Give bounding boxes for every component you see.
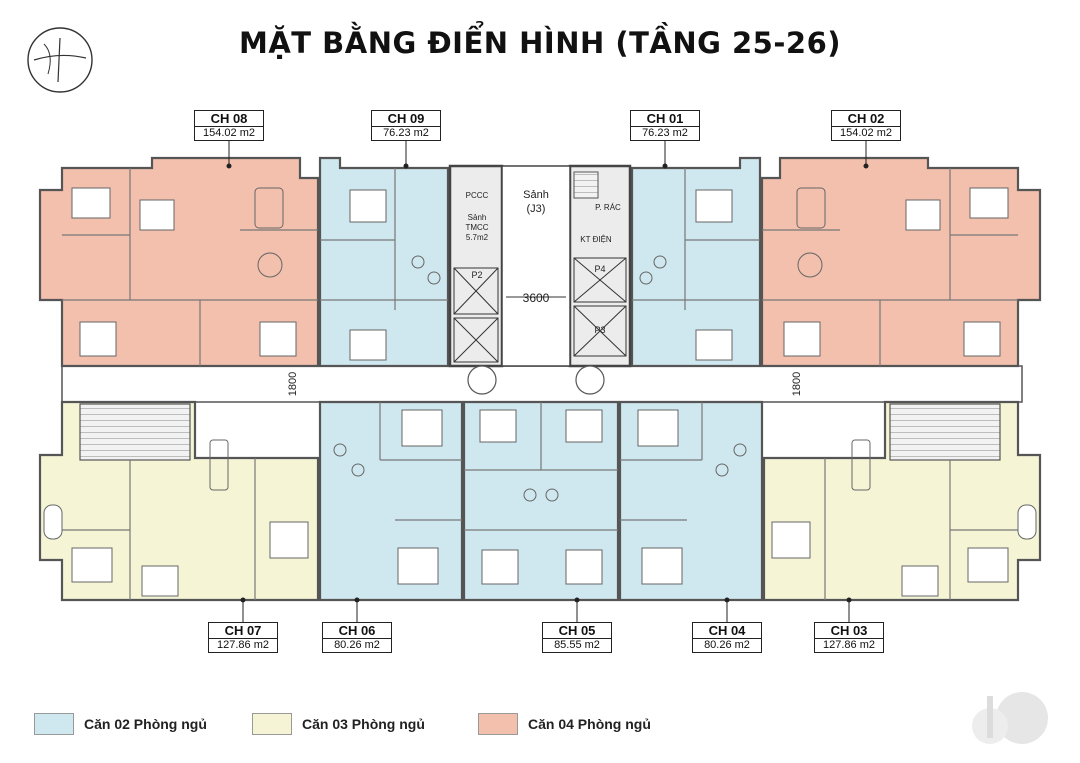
legend-swatch	[252, 713, 292, 735]
unit-name: CH 04	[692, 622, 762, 638]
legend-item-4-bedroom: Căn 04 Phòng ngủ	[478, 712, 651, 736]
unit-label-ch06[interactable]: CH 06 80.26 m2	[322, 622, 392, 653]
lobby-code: (J3)	[527, 203, 546, 215]
unit-ch03[interactable]	[762, 400, 1042, 602]
unit-label-ch08[interactable]: CH 08 154.02 m2	[194, 110, 264, 141]
unit-name: CH 08	[194, 110, 264, 126]
unit-label-ch09[interactable]: CH 09 76.23 m2	[371, 110, 441, 141]
dimension-1800-left: 1800	[287, 372, 299, 396]
unit-area: 80.26 m2	[692, 638, 762, 653]
unit-area: 154.02 m2	[831, 126, 901, 141]
unit-area: 154.02 m2	[194, 126, 264, 141]
unit-name: CH 06	[322, 622, 392, 638]
legend-label: Căn 03 Phòng ngủ	[302, 716, 425, 732]
unit-label-ch03[interactable]: CH 03 127.86 m2	[814, 622, 884, 653]
watermark-logo-icon	[972, 692, 1048, 744]
unit-area: 76.23 m2	[630, 126, 700, 141]
unit-ch08[interactable]	[38, 156, 320, 368]
brand-logo-icon	[27, 27, 93, 93]
building-core	[448, 164, 632, 395]
unit-name: CH 07	[208, 622, 278, 638]
dimension-3600: 3600	[523, 291, 550, 305]
corridor	[61, 365, 1023, 403]
legend-swatch	[34, 713, 74, 735]
unit-label-ch07[interactable]: CH 07 127.86 m2	[208, 622, 278, 653]
garbage-room-label: P. RÁC	[595, 203, 621, 212]
unit-label-ch05[interactable]: CH 05 85.55 m2	[542, 622, 612, 653]
unit-area: 127.86 m2	[814, 638, 884, 653]
legend-label: Căn 02 Phòng ngủ	[84, 716, 207, 732]
unit-ch09[interactable]	[318, 156, 450, 368]
legend-item-2-bedroom: Căn 02 Phòng ngủ	[34, 712, 207, 736]
unit-name: CH 02	[831, 110, 901, 126]
unit-ch02[interactable]	[760, 156, 1042, 368]
unit-ch01[interactable]	[630, 156, 762, 368]
unit-ch05[interactable]	[462, 400, 620, 602]
legend-swatch	[478, 713, 518, 735]
unit-name: CH 03	[814, 622, 884, 638]
unit-area: 76.23 m2	[371, 126, 441, 141]
unit-ch07[interactable]	[38, 400, 320, 602]
tmcc-area: 5.7m2	[466, 233, 489, 242]
unit-label-ch01[interactable]: CH 01 76.23 m2	[630, 110, 700, 141]
unit-name: CH 09	[371, 110, 441, 126]
electric-room-label: KT ĐIỆN	[580, 235, 612, 244]
pccc-label: PCCC	[466, 191, 489, 200]
legend-item-3-bedroom: Căn 03 Phòng ngủ	[252, 712, 425, 736]
tmcc-label: TMCC	[465, 223, 488, 232]
unit-label-ch02[interactable]: CH 02 154.02 m2	[831, 110, 901, 141]
unit-area: 85.55 m2	[542, 638, 612, 653]
lift-p4-label: P4	[594, 264, 605, 274]
unit-name: CH 01	[630, 110, 700, 126]
dimension-1800-right: 1800	[791, 372, 803, 396]
label-leaders	[226, 138, 869, 622]
unit-ch06[interactable]	[318, 400, 464, 602]
legend-label: Căn 04 Phòng ngủ	[528, 716, 651, 732]
lift-p3-label: P3	[594, 325, 605, 335]
lift-p2-label: P2	[471, 270, 482, 280]
tmcc-lobby-label: Sảnh	[468, 213, 487, 222]
page-title: MẶT BẰNG ĐIỂN HÌNH (TẦNG 25-26)	[238, 26, 841, 60]
unit-area: 127.86 m2	[208, 638, 278, 653]
lobby-label: Sảnh	[523, 189, 549, 201]
unit-name: CH 05	[542, 622, 612, 638]
unit-ch04[interactable]	[618, 400, 764, 602]
unit-area: 80.26 m2	[322, 638, 392, 653]
unit-label-ch04[interactable]: CH 04 80.26 m2	[692, 622, 762, 653]
